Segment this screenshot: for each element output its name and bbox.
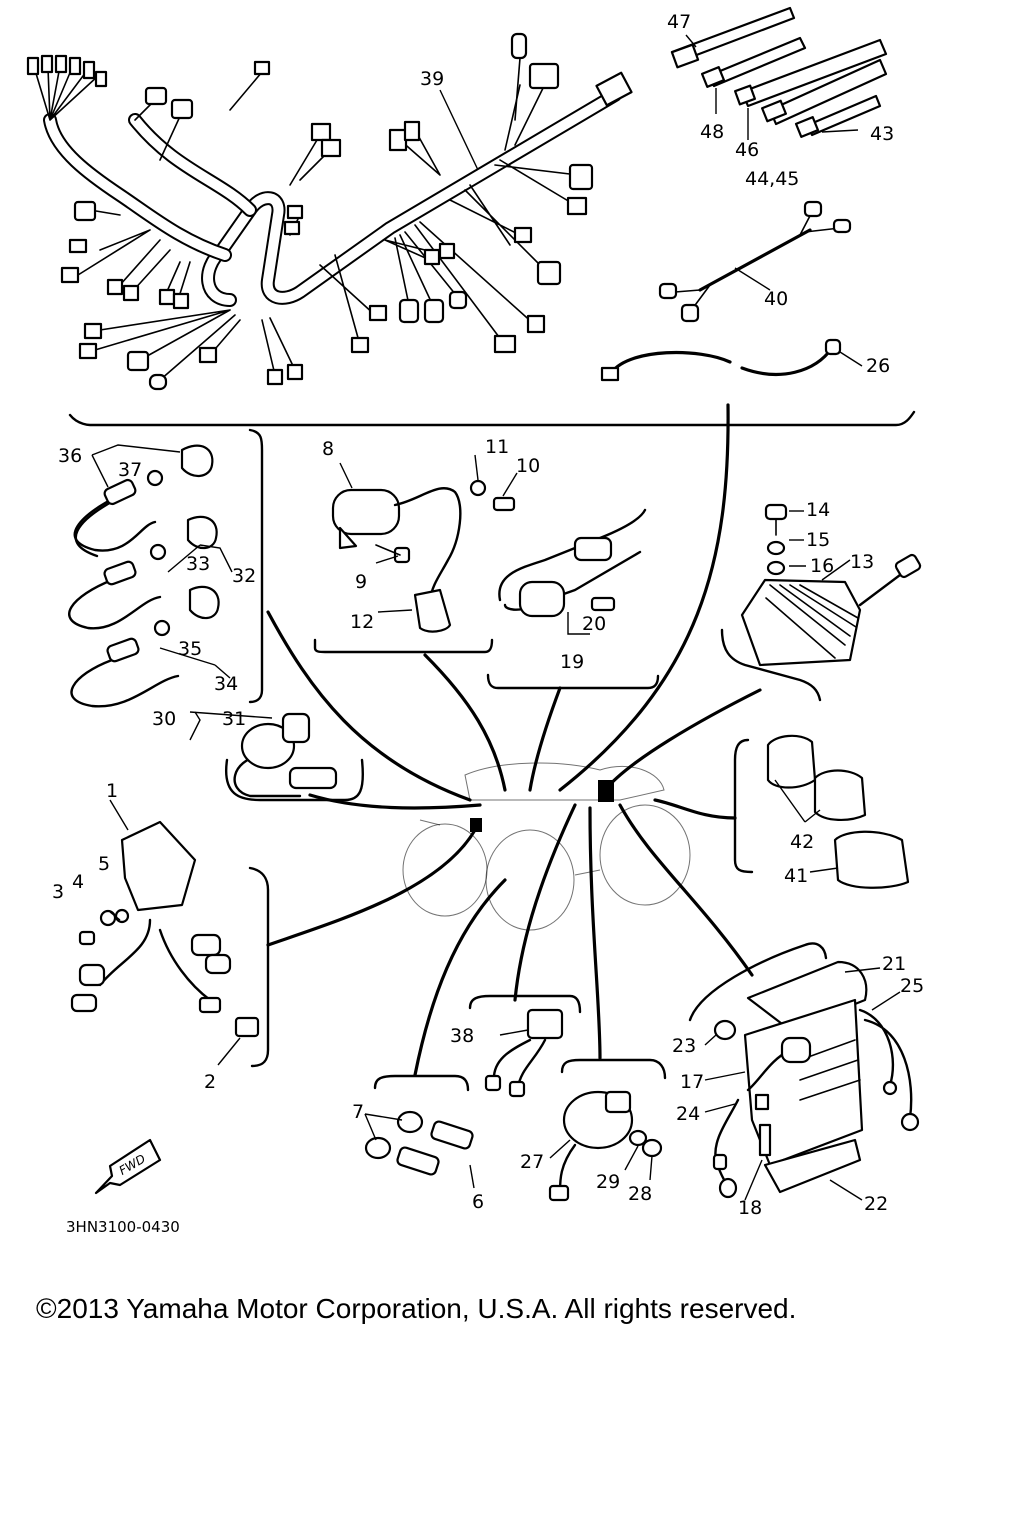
part-label: 19: [560, 651, 584, 673]
part-label: 42: [790, 831, 814, 853]
wire-harness-drawing: [26, 32, 633, 391]
part-label: 35: [178, 638, 202, 660]
part-label: 1: [106, 780, 118, 802]
part-label: 32: [232, 565, 256, 587]
part-label: 25: [900, 975, 924, 997]
part-label: 28: [628, 1183, 652, 1205]
part-label: 40: [764, 288, 788, 310]
part-label: 9: [355, 571, 367, 593]
part-illustrations: FWD: [68, 444, 922, 1202]
part-label: 20: [582, 613, 606, 635]
part-label: 24: [676, 1103, 700, 1125]
part-label: 30: [152, 708, 176, 730]
part-label: 37: [118, 459, 142, 481]
part-label: 44,45: [745, 168, 799, 190]
part-label: 15: [806, 529, 830, 551]
part-label: 29: [596, 1171, 620, 1193]
part-label: 34: [214, 673, 238, 695]
part-label: 12: [350, 611, 374, 633]
part-label: 10: [516, 455, 540, 477]
part-label: 2: [204, 1071, 216, 1093]
part-label: 43: [870, 123, 894, 145]
drawing-code: 3HN3100-0430: [66, 1218, 180, 1236]
part-label: 16: [810, 555, 834, 577]
part-label: 47: [667, 11, 691, 33]
part-label: 13: [850, 551, 874, 573]
part-label: 27: [520, 1151, 544, 1173]
part-label: 48: [700, 121, 724, 143]
part-label: 33: [186, 553, 210, 575]
cable-ties-drawing: [670, 6, 888, 140]
part-label: 46: [735, 139, 759, 161]
part-label: 18: [738, 1197, 762, 1219]
part-label: 7: [352, 1101, 364, 1123]
part-label: 36: [58, 445, 82, 467]
connection-lines: [266, 403, 762, 1077]
copyright-notice: ©2013 Yamaha Motor Corporation, U.S.A. A…: [36, 1293, 797, 1324]
part-label: 4: [72, 871, 84, 893]
part-label: 21: [882, 953, 906, 975]
part-label: 14: [806, 499, 830, 521]
sub-harness-drawing: [600, 200, 863, 382]
vehicle-outline: [402, 762, 691, 931]
part-label: 23: [672, 1035, 696, 1057]
part-label: 31: [222, 708, 246, 730]
part-label: 5: [98, 853, 110, 875]
part-label: 17: [680, 1071, 704, 1093]
part-label: 3: [52, 881, 64, 903]
part-label: 8: [322, 438, 334, 460]
part-number-labels: 1 2 3 4 5 6 7 8 9 10 11 12 13 14 15 16 1…: [52, 11, 924, 1219]
part-label: 11: [485, 436, 509, 458]
group-brackets: [68, 410, 916, 1092]
part-label: 6: [472, 1191, 484, 1213]
part-label: 38: [450, 1025, 474, 1047]
part-label: 22: [864, 1193, 888, 1215]
part-label: 39: [420, 68, 444, 90]
part-label: 41: [784, 865, 808, 887]
part-label: 26: [866, 355, 890, 377]
